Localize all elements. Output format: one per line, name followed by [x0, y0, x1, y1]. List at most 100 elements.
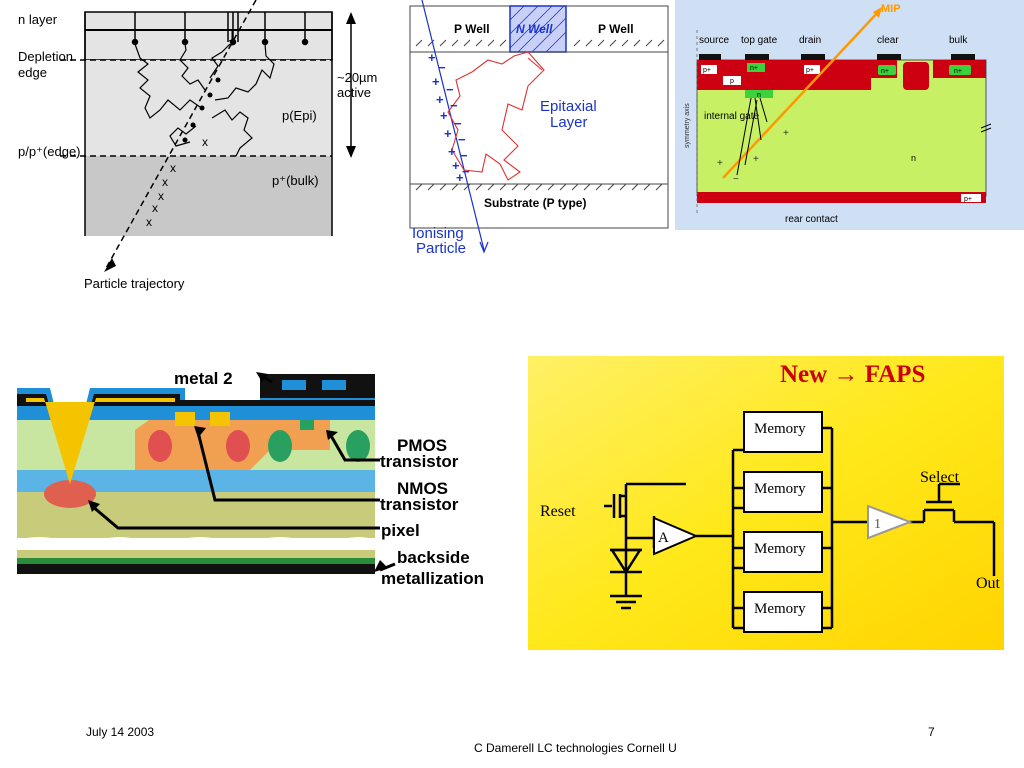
svg-text:Memory: Memory: [754, 541, 806, 557]
cmos-cross-section: metal 2 PMOS transistor NMOS transistor …: [0, 360, 510, 600]
rear-contact-label: rear contact: [785, 214, 838, 225]
pmos-label: transistor: [380, 452, 459, 471]
svg-text:1: 1: [874, 517, 881, 532]
svg-text:+: +: [428, 50, 436, 65]
memory-block: [743, 591, 823, 633]
active-depth-label: active: [337, 85, 371, 100]
svg-text:+: +: [753, 154, 759, 165]
mip-label: MIP: [881, 3, 901, 15]
svg-text:x: x: [162, 175, 168, 189]
top-gate-label: top gate: [741, 35, 778, 46]
internal-gate-label: internal gate: [704, 111, 759, 122]
svg-text:−: −: [462, 164, 470, 179]
metal2-label: metal 2: [174, 369, 233, 388]
svg-text:−: −: [733, 174, 739, 185]
svg-text:p: p: [730, 78, 734, 85]
amplifier-symbol: [653, 516, 699, 556]
svg-text:−: −: [454, 116, 462, 131]
depfet-diagram: p+ n+ p p+ n+ n+ n p+ ++ +− symmetry axi…: [675, 0, 1024, 230]
trajectory-x-marks: x x x x x x: [146, 135, 208, 229]
bulk-label: bulk: [949, 35, 968, 46]
leader-lines: [91, 374, 396, 572]
select-label: Select: [920, 469, 960, 486]
nmos-label: transistor: [380, 495, 459, 514]
svg-text:x: x: [170, 161, 176, 175]
svg-text:−: −: [460, 148, 468, 163]
source-label: source: [699, 35, 729, 46]
memory-block: [743, 531, 823, 573]
p-well-left-label: P Well: [454, 22, 490, 36]
svg-text:−: −: [438, 60, 446, 75]
charge-signs: +− +− +− +− +− +− +− +: [428, 50, 470, 185]
pp-edge-label: p/p⁺(edge): [18, 144, 81, 159]
n-well-label: N Well: [516, 22, 553, 36]
ionising-particle-label: Particle: [416, 240, 466, 257]
svg-text:Memory: Memory: [754, 481, 806, 497]
svg-text:+: +: [452, 158, 460, 173]
ionising-track-line: [421, 0, 485, 251]
svg-text:+: +: [440, 108, 448, 123]
svg-text:+: +: [717, 158, 723, 169]
epi-region: [85, 60, 332, 156]
n-bulk-label: n: [911, 153, 916, 163]
svg-text:n+: n+: [881, 68, 889, 75]
ionising-particle-label: Ionising: [412, 225, 464, 242]
faps-title: New → FAPS: [780, 361, 925, 388]
out-label: Out: [976, 575, 1001, 592]
backside-metal-layer: [17, 558, 375, 564]
mip-trajectory-line: [722, 9, 881, 179]
epitaxial-layer-label: Layer: [550, 114, 588, 131]
nmos-label: NMOS: [397, 479, 448, 498]
n-layer-region: [84, 11, 333, 61]
svg-text:p+: p+: [806, 67, 814, 74]
diffusion-path: [179, 43, 206, 91]
svg-text:−: −: [450, 98, 458, 113]
svg-text:+: +: [432, 74, 440, 89]
svg-text:x: x: [158, 189, 164, 203]
svg-text:A: A: [658, 530, 669, 546]
svg-text:n: n: [757, 92, 761, 99]
active-depth-label: ~20µm: [337, 70, 377, 85]
svg-text:−: −: [446, 82, 454, 97]
diffusion-path: [209, 43, 231, 79]
faps-circuit: New → FAPS: [528, 356, 1004, 650]
symmetry-axis-label: symmetry axis: [684, 103, 691, 148]
particle-trajectory-line: [104, 0, 257, 271]
buffer-symbol: [867, 504, 913, 540]
epitaxial-layer-label: Epitaxial: [540, 98, 597, 115]
pixel-label: pixel: [381, 521, 420, 540]
depfet-charge-signs: ++ +−: [717, 128, 789, 185]
svg-text:p+: p+: [703, 67, 711, 74]
backside-label: metallization: [381, 569, 484, 588]
diffusion-path: [214, 43, 275, 101]
svg-text:Memory: Memory: [754, 601, 806, 617]
slide-page-number: 7: [928, 725, 935, 739]
diffusion-path: [211, 109, 253, 157]
diffusion-path: [134, 43, 201, 119]
epi-layer-diagram: x x x x x x n layer Depletion edge ~20µm…: [0, 0, 380, 300]
substrate-label: Substrate (P type): [484, 196, 586, 210]
memory-block: [743, 411, 823, 453]
svg-text:+: +: [444, 126, 452, 141]
pixel-diode-region: [44, 480, 96, 508]
reset-label: Reset: [540, 503, 576, 520]
svg-text:n+: n+: [954, 68, 962, 75]
pmos-label: PMOS: [397, 436, 447, 455]
svg-text:+: +: [783, 128, 789, 139]
drain-label: drain: [799, 35, 821, 46]
diffusion-path: [169, 125, 197, 147]
svg-text:−: −: [458, 132, 466, 147]
svg-text:+: +: [448, 144, 456, 159]
p-bulk-label: p⁺(bulk): [272, 173, 319, 188]
particle-trajectory-label: Particle trajectory: [84, 276, 185, 291]
depletion-edge-label: Depletion: [18, 49, 73, 64]
svg-text:x: x: [152, 201, 158, 215]
svg-text:x: x: [202, 135, 208, 149]
slide-credit: C Damerell LC technologies Cornell U: [474, 741, 677, 755]
memory-block: [743, 471, 823, 513]
svg-text:+: +: [436, 92, 444, 107]
svg-text:p+: p+: [964, 196, 972, 203]
diffusion-path: [447, 51, 545, 181]
backside-label: backside: [397, 548, 470, 567]
svg-text:n+: n+: [750, 65, 758, 72]
